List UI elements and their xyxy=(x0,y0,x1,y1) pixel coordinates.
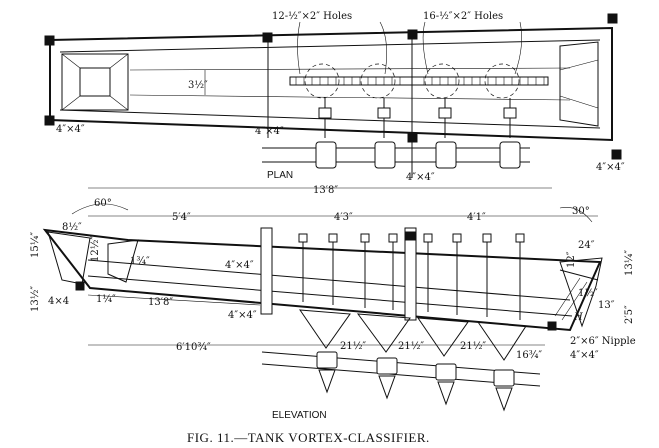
plan-post-label-left: 4″×4″ xyxy=(56,124,85,135)
plan-post xyxy=(407,29,418,40)
plan-tank-outline xyxy=(49,26,613,142)
elev-left-small-3: 1¾″ xyxy=(130,256,150,267)
elev-tank-body xyxy=(42,228,602,332)
plan-corner-post xyxy=(607,13,618,24)
elev-left-small-1: 8½″ xyxy=(62,222,82,233)
elev-inlet-hopper xyxy=(47,231,91,285)
plan-corner-post xyxy=(611,149,622,160)
elev-right-small-2: 12″ xyxy=(566,251,577,268)
plan-corner-post xyxy=(44,115,55,126)
elev-post xyxy=(260,227,273,315)
elev-left-post-mid: 4″×4″ xyxy=(225,260,254,271)
elevation-view: 13′8″ 5′4″ 4′3″ 4′1″ 60° 30° xyxy=(30,185,636,421)
elev-bottom-length: 13′8″ xyxy=(148,297,173,308)
plan-post-label-center: 4″×4″ xyxy=(406,172,435,183)
plan-view-label: PLAN xyxy=(267,170,293,181)
plan-spigot-group xyxy=(318,98,517,138)
elev-spacing-1: 21½″ xyxy=(340,341,366,352)
figure-caption: FIG. 11.—TANK VORTEX-CLASSIFIER. xyxy=(187,430,430,445)
elevation-view-label: ELEVATION xyxy=(272,410,327,421)
elev-left-post: 4×4 xyxy=(48,296,69,307)
elev-right-small-4: 1½″ xyxy=(578,288,598,299)
elev-right-small-5: 13″ xyxy=(598,300,615,311)
plan-left-end-frame xyxy=(61,53,129,111)
plan-holes-right-label: 16-½″×2″ Holes xyxy=(423,11,503,22)
elev-vortex-cones xyxy=(298,309,527,361)
elev-spacing-4: 16¾″ xyxy=(516,350,542,361)
elev-right-small-1: 24″ xyxy=(578,240,595,251)
elev-left-depth-total: 13½″ xyxy=(30,286,41,312)
elev-nipple-post: 4″×4″ xyxy=(570,350,599,361)
plan-discharge-pipe xyxy=(262,147,530,163)
plan-holes-left-label: 12-½″×2″ Holes xyxy=(272,11,352,22)
elev-overall-length: 13′8″ xyxy=(313,185,338,196)
elev-left-depth-outer: 15¼″ xyxy=(30,232,41,258)
elev-right-small-3: 2′5″ xyxy=(624,305,635,324)
plan-corner-post xyxy=(44,35,55,46)
plan-vortex-circle xyxy=(360,63,396,99)
plan-vortex-circle xyxy=(304,63,340,99)
elev-post xyxy=(404,227,417,321)
plan-post xyxy=(262,32,273,43)
elev-spacing-2: 21½″ xyxy=(398,341,424,352)
plan-view: 12-½″×2″ Holes 16-½″×2″ Holes 3½″ 4″×4″ … xyxy=(44,11,625,183)
elev-section-2: 4′3″ xyxy=(334,212,353,223)
elev-left-small-2: 12½″ xyxy=(90,236,101,262)
plan-width-dim: 3½″ xyxy=(188,80,208,91)
plan-vortex-circle xyxy=(424,63,460,99)
elev-nipple-label: 2″×6″ Nipple xyxy=(570,336,636,347)
elev-lower-post: 4″×4″ xyxy=(228,310,257,321)
elev-spacing-3: 21½″ xyxy=(460,341,486,352)
elev-section-1: 5′4″ xyxy=(172,212,191,223)
plan-vortex-circle xyxy=(484,63,520,99)
elev-right-depth: 13¼″ xyxy=(624,250,635,276)
plan-perforated-strip xyxy=(289,76,549,86)
elev-under-length: 6′10¾″ xyxy=(176,342,211,353)
elev-left-small-4: 1¼″ xyxy=(96,294,116,305)
elev-angle-left: 60° xyxy=(94,198,112,209)
elev-right-end xyxy=(559,257,603,328)
plan-post-label-mid: 4″×4″ xyxy=(255,126,284,137)
plan-post-label-right: 4″×4″ xyxy=(596,162,625,173)
elev-h-label: H xyxy=(573,312,583,323)
elev-section-3: 4′1″ xyxy=(467,212,486,223)
elev-rods xyxy=(302,238,521,320)
